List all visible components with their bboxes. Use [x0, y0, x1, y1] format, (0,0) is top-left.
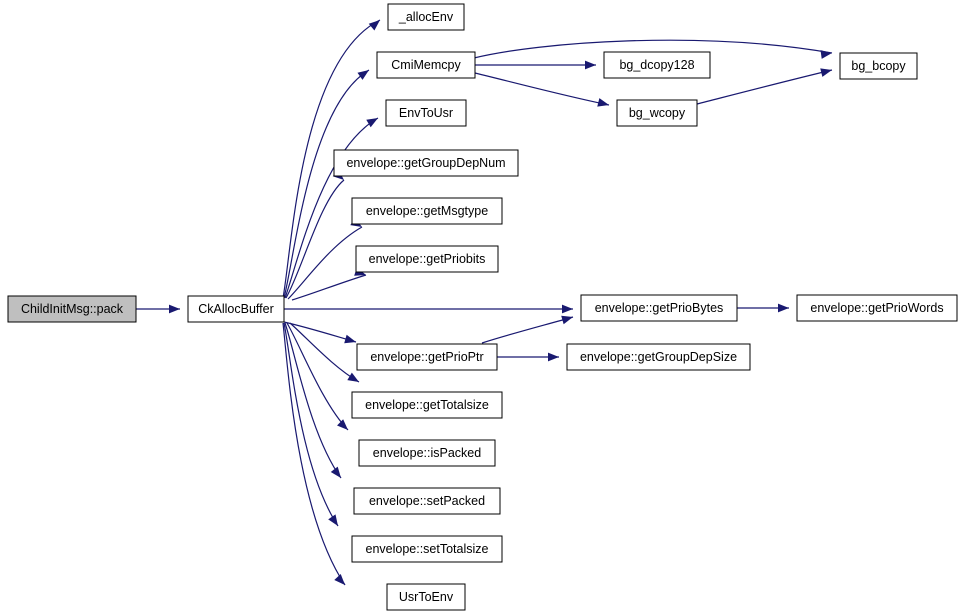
node-label-settotalsize: envelope::setTotalsize: [366, 542, 489, 556]
node-box-root[interactable]: [7, 295, 137, 323]
graph-node-bg_bcopy[interactable]: bg_bcopy: [839, 52, 918, 80]
edge-ckallocbuffer-to-getmsgtype: [287, 226, 363, 300]
node-label-cmimemcpy: CmiMemcpy: [391, 58, 461, 72]
node-box-allocenv[interactable]: [387, 3, 465, 31]
edge-ckallocbuffer-to-settotalsize: [283, 322, 339, 527]
graph-node-root[interactable]: ChildInitMsg::pack: [7, 295, 137, 323]
node-label-getpriobits: envelope::getPriobits: [369, 252, 486, 266]
graph-node-ispacked[interactable]: envelope::isPacked: [358, 439, 496, 467]
edge-ckallocbuffer-to-getpriobits: [291, 274, 367, 301]
edge-arrowhead: [347, 372, 359, 382]
node-box-getpriobytes[interactable]: [580, 294, 738, 322]
graph-node-allocenv[interactable]: _allocEnv: [387, 3, 465, 31]
edge-arrowhead: [330, 466, 341, 478]
node-label-getprioptr: envelope::getPrioPtr: [370, 350, 483, 364]
graph-node-getpriowords[interactable]: envelope::getPrioWords: [796, 294, 958, 322]
edge-arrowhead: [561, 315, 573, 325]
node-label-getgroupdepnum: envelope::getGroupDepNum: [346, 156, 505, 170]
node-box-getprioptr[interactable]: [356, 343, 498, 371]
node-box-setpacked[interactable]: [353, 487, 501, 515]
graph-node-getmsgtype[interactable]: envelope::getMsgtype: [351, 197, 503, 225]
node-box-getmsgtype[interactable]: [351, 197, 503, 225]
graph-node-getpriobytes[interactable]: envelope::getPrioBytes: [580, 294, 738, 322]
graph-node-ckallocbuffer[interactable]: CkAllocBuffer: [187, 295, 285, 323]
edge-arrowhead: [562, 304, 573, 314]
node-box-getpriobits[interactable]: [355, 245, 499, 273]
edge-ckallocbuffer-to-usrtoenv: [282, 322, 346, 586]
node-box-getgroupdepnum[interactable]: [333, 149, 519, 177]
node-box-envtousr[interactable]: [385, 99, 467, 127]
node-box-bg_bcopy[interactable]: [839, 52, 918, 80]
node-label-getmsgtype: envelope::getMsgtype: [366, 204, 488, 218]
node-box-getpriowords[interactable]: [796, 294, 958, 322]
edge-arrowhead: [344, 334, 356, 344]
node-label-ispacked: envelope::isPacked: [373, 446, 481, 460]
graph-node-usrtoenv[interactable]: UsrToEnv: [386, 583, 466, 611]
edge-arrowhead: [337, 419, 348, 430]
edge-cmimemcpy-to-bg_bcopy: [473, 39, 833, 59]
edge-arrowhead: [368, 20, 380, 31]
edge-ckallocbuffer-to-envtousr: [284, 117, 379, 299]
edge-arrowhead: [820, 68, 832, 77]
graph-node-cmimemcpy[interactable]: CmiMemcpy: [376, 51, 476, 79]
graph-node-gettotalsize[interactable]: envelope::getTotalsize: [351, 391, 503, 419]
node-label-ckallocbuffer: CkAllocBuffer: [198, 302, 274, 316]
node-label-allocenv: _allocEnv: [398, 10, 454, 24]
graph-node-getprioptr[interactable]: envelope::getPrioPtr: [356, 343, 498, 371]
edge-arrowhead: [357, 70, 369, 80]
edge-arrowhead: [328, 514, 338, 526]
graph-node-getgroupdepsize[interactable]: envelope::getGroupDepSize: [566, 343, 751, 371]
graph-node-getpriobits[interactable]: envelope::getPriobits: [355, 245, 499, 273]
edge-arrowhead: [585, 60, 596, 70]
node-label-getgroupdepsize: envelope::getGroupDepSize: [580, 350, 737, 364]
edge-ckallocbuffer-to-allocenv: [282, 19, 381, 299]
graph-node-getgroupdepnum[interactable]: envelope::getGroupDepNum: [333, 149, 519, 177]
graph-node-setpacked[interactable]: envelope::setPacked: [353, 487, 501, 515]
arrowheads-layer: [169, 20, 832, 585]
edge-cmimemcpy-to-bg_wcopy: [474, 72, 610, 106]
edge-bg_wcopy-to-bg_bcopy: [696, 69, 833, 105]
graph-node-bg_wcopy[interactable]: bg_wcopy: [616, 99, 698, 127]
node-label-gettotalsize: envelope::getTotalsize: [365, 398, 489, 412]
edge-ckallocbuffer-to-ispacked: [286, 322, 349, 431]
edges-layer: [136, 19, 833, 586]
graph-node-bg_dcopy128[interactable]: bg_dcopy128: [603, 51, 711, 79]
node-label-setpacked: envelope::setPacked: [369, 494, 485, 508]
node-label-usrtoenv: UsrToEnv: [399, 590, 454, 604]
node-box-gettotalsize[interactable]: [351, 391, 503, 419]
edge-ckallocbuffer-to-setpacked: [284, 322, 342, 479]
edge-ckallocbuffer-to-cmimemcpy: [283, 69, 370, 299]
edge-arrowhead: [820, 50, 832, 59]
node-label-envtousr: EnvToUsr: [399, 106, 453, 120]
edge-getprioptr-to-getpriobytes: [481, 316, 574, 344]
node-label-getpriowords: envelope::getPrioWords: [810, 301, 943, 315]
edge-arrowhead: [597, 98, 609, 107]
node-box-usrtoenv[interactable]: [386, 583, 466, 611]
node-box-cmimemcpy[interactable]: [376, 51, 476, 79]
node-box-ispacked[interactable]: [358, 439, 496, 467]
node-box-bg_dcopy128[interactable]: [603, 51, 711, 79]
edge-arrowhead: [548, 352, 559, 362]
edge-ckallocbuffer-to-gettotalsize: [289, 322, 360, 383]
edge-arrowhead: [778, 303, 789, 313]
node-label-bg_wcopy: bg_wcopy: [629, 106, 686, 120]
nodes-layer: ChildInitMsg::pack CkAllocBuffer _allocEnv…: [7, 3, 958, 611]
edge-arrowhead: [366, 118, 378, 128]
node-box-ckallocbuffer[interactable]: [187, 295, 285, 323]
graph-node-envtousr[interactable]: EnvToUsr: [385, 99, 467, 127]
edge-arrowhead: [169, 304, 180, 314]
node-box-bg_wcopy[interactable]: [616, 99, 698, 127]
edge-ckallocbuffer-to-getgroupdepnum: [285, 179, 345, 299]
node-label-bg_bcopy: bg_bcopy: [851, 59, 906, 73]
node-box-settotalsize[interactable]: [351, 535, 503, 563]
graph-node-settotalsize[interactable]: envelope::setTotalsize: [351, 535, 503, 563]
node-label-root: ChildInitMsg::pack: [21, 302, 124, 316]
node-label-getpriobytes: envelope::getPrioBytes: [595, 301, 724, 315]
edge-arrowhead: [334, 573, 345, 585]
node-box-getgroupdepsize[interactable]: [566, 343, 751, 371]
node-label-bg_dcopy128: bg_dcopy128: [619, 58, 694, 72]
